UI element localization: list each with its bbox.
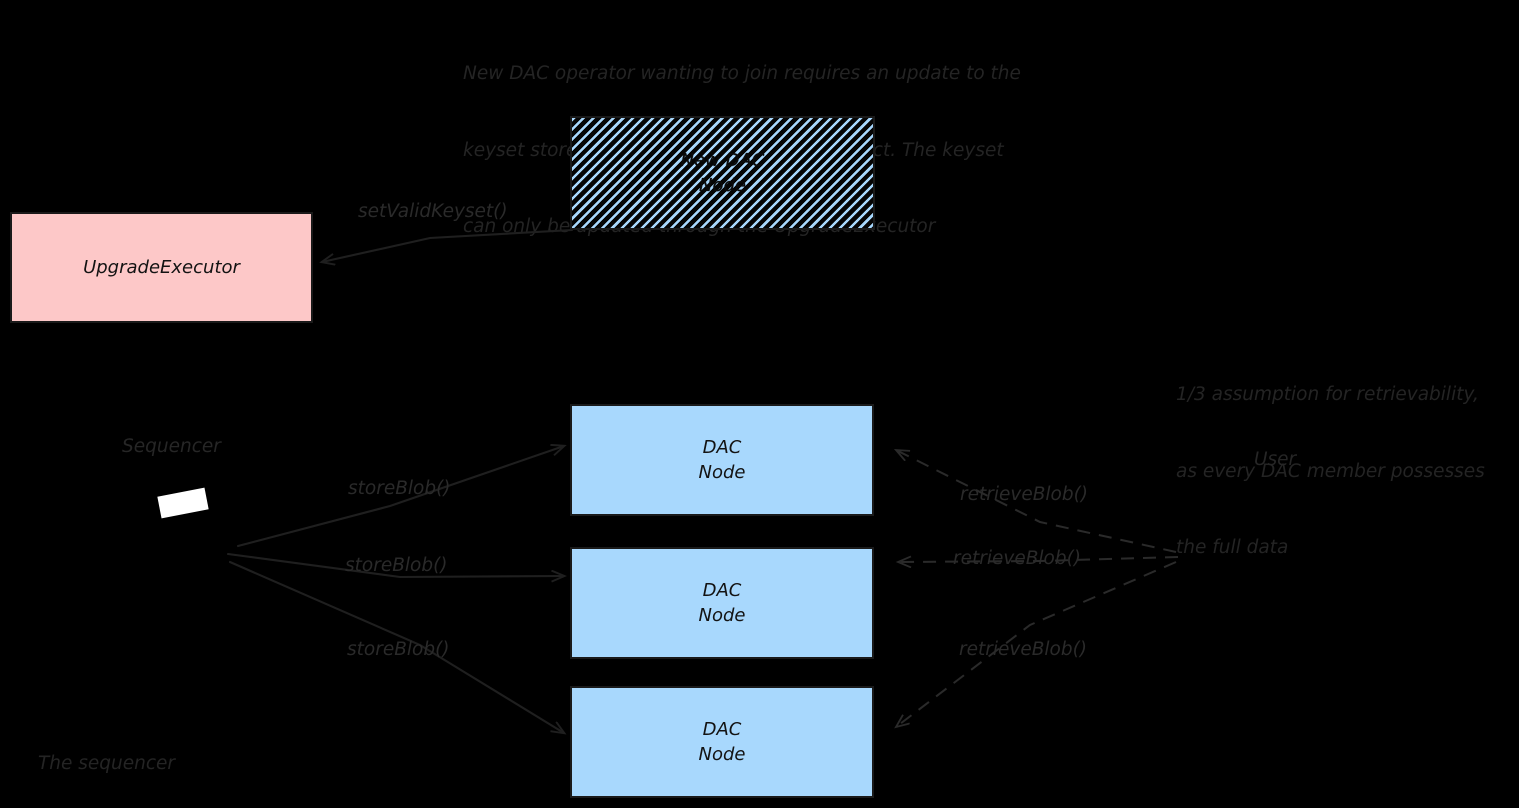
annotation-right-line-2: as every DAC member possesses — [1176, 460, 1485, 482]
annotation-right-line-3: the full data — [1176, 537, 1289, 558]
edge-retrieve-blob-1 — [896, 450, 1177, 553]
node-upgrade-executor[interactable]: UpgradeExecutor — [10, 212, 313, 323]
annotation-bottom-left-line-1: The sequencer — [38, 753, 176, 774]
edge-label-set-valid-keyset: setValidKeyset() — [358, 201, 508, 222]
edge-label-retrieve-blob-1: retrieveBlob() — [960, 484, 1089, 505]
node-dac-node-1[interactable]: DAC Node — [570, 404, 874, 516]
node-label-dac-node-2: DAC Node — [698, 580, 746, 626]
annotation-right: 1/3 assumption for retrievability, as ev… — [1176, 331, 1516, 612]
annotation-bottom-left: The sequencer sends full data to all mem… — [38, 700, 298, 808]
edge-label-store-blob-1: storeBlob() — [348, 478, 451, 499]
edge-retrieve-blob-2 — [898, 557, 1179, 562]
edge-label-store-blob-3: storeBlob() — [347, 639, 450, 660]
edge-label-retrieve-blob-2: retrieveBlob() — [953, 548, 1082, 569]
node-new-dac-node[interactable]: New DAC Node — [570, 116, 875, 230]
node-label-upgrade-executor: UpgradeExecutor — [83, 257, 240, 278]
edge-store-blob-2 — [226, 552, 564, 577]
node-label-dac-node-3: DAC Node — [698, 719, 746, 765]
edge-set-valid-keyset — [322, 228, 574, 262]
edge-retrieve-blob-3 — [896, 561, 1177, 727]
annotation-right-line-1: 1/3 assumption for retrievability, — [1176, 384, 1479, 405]
actor-label-sequencer: Sequencer — [122, 436, 221, 457]
edge-store-blob-1 — [236, 446, 564, 548]
edge-label-store-blob-2: storeBlob() — [345, 555, 448, 576]
edge-label-retrieve-blob-3: retrieveBlob() — [959, 639, 1088, 660]
edge-store-blob-3 — [228, 560, 564, 733]
node-label-new-dac-node: New DAC Node — [680, 150, 765, 196]
node-label-dac-node-1: DAC Node — [698, 437, 746, 483]
annotation-top-line-1: New DAC operator wanting to join require… — [463, 63, 1021, 84]
node-dac-node-2[interactable]: DAC Node — [570, 547, 874, 659]
node-dac-node-3[interactable]: DAC Node — [570, 686, 874, 798]
actor-label-user: User — [1254, 449, 1297, 470]
